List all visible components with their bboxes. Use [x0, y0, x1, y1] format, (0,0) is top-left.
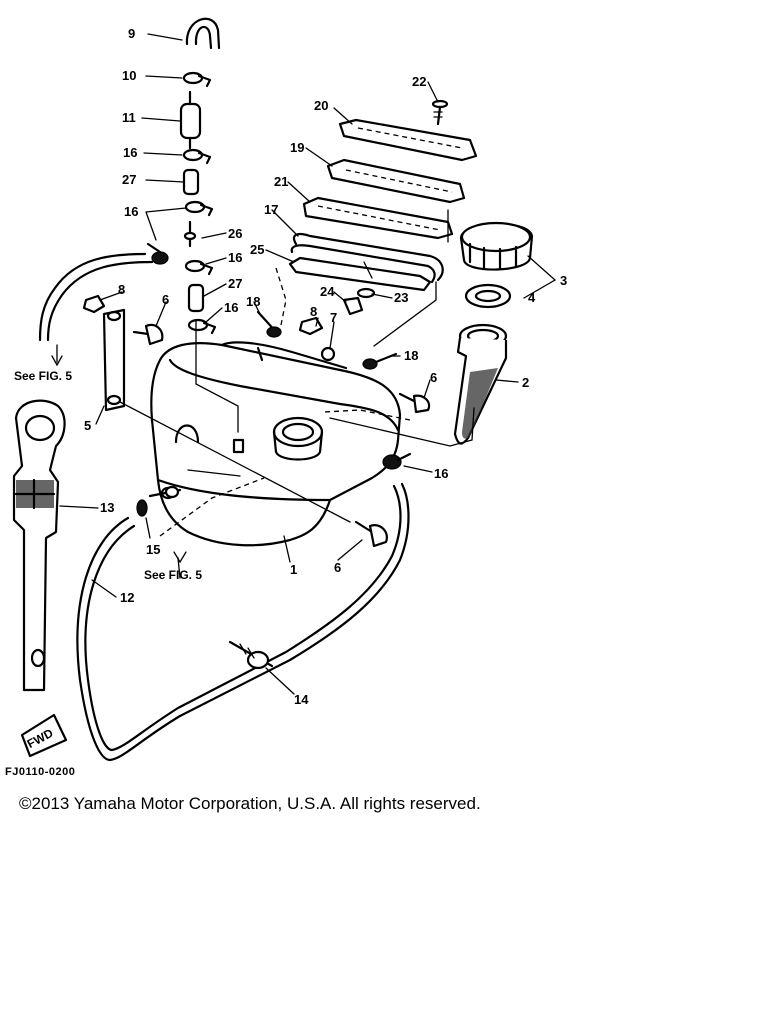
callout-label: 16 [224, 300, 238, 315]
callout-label: 24 [320, 284, 335, 299]
short-hose-part [187, 283, 205, 313]
callout-label: 13 [100, 500, 114, 515]
return-hose-part [38, 252, 154, 342]
nut-part [342, 296, 364, 316]
callout-label: 14 [294, 692, 309, 707]
callout-label: 23 [394, 290, 408, 305]
bolt-part [256, 310, 282, 338]
washer-part [356, 287, 376, 299]
callout-label: 10 [122, 68, 136, 83]
hose-clip-part [182, 71, 212, 88]
callout-label: 19 [290, 140, 304, 155]
cap-gasket-part [464, 283, 512, 309]
hose-clip-part [187, 318, 217, 335]
tank-bracket-part [12, 399, 66, 692]
callout-label: 1 [290, 562, 297, 577]
bolt-part [362, 352, 398, 370]
mounting-strap-part [102, 308, 126, 412]
callout-label: 27 [122, 172, 136, 187]
callout-label: 15 [146, 542, 160, 557]
fuel-filter-part [179, 90, 202, 150]
breather-hose-part [290, 233, 444, 284]
callout-label: 16 [124, 204, 138, 219]
bolt-part [398, 392, 431, 414]
callout-label: 22 [412, 74, 426, 89]
bolt-part [132, 323, 164, 346]
fwd-arrow-marker: FWD [20, 713, 68, 758]
bolt-part [354, 520, 388, 548]
callout-label: 26 [228, 226, 242, 241]
see-fig-reference: See FIG. 5 [14, 369, 72, 383]
nut-part [298, 316, 324, 336]
callout-label: 16 [228, 250, 242, 265]
callout-label: 17 [264, 202, 278, 217]
callout-label: 8 [310, 304, 317, 319]
callout-label: 21 [274, 174, 288, 189]
callout-label: 18 [404, 348, 418, 363]
see-fig-reference: See FIG. 5 [144, 568, 202, 582]
vent-hose-part [185, 17, 221, 50]
oil-tank-part [150, 341, 402, 547]
callout-label: 25 [250, 242, 264, 257]
callout-label: 6 [162, 292, 169, 307]
cover-plate-middle-part [326, 158, 466, 204]
callout-label: 7 [330, 310, 337, 325]
callout-label: 27 [228, 276, 242, 291]
callout-label: 9 [128, 26, 135, 41]
nut-part [82, 294, 106, 314]
callout-label: 6 [334, 560, 341, 575]
callout-label: 3 [560, 273, 567, 288]
filler-cap-part [459, 221, 534, 271]
callout-label: 4 [528, 290, 536, 305]
hose-clamp-part [228, 640, 274, 670]
callout-label: 20 [314, 98, 328, 113]
hose-clip-part [184, 200, 214, 217]
hose-clip-part [146, 242, 169, 265]
oil-feed-hose-part [76, 482, 410, 762]
hose-clip-part [184, 259, 214, 276]
hose-joint-part [183, 220, 197, 248]
callout-label: 5 [84, 418, 91, 433]
bracket-part [288, 256, 432, 292]
hose-clip-part [182, 148, 212, 165]
callout-label: 16 [434, 466, 448, 481]
short-hose-part [182, 168, 200, 196]
callout-label: 12 [120, 590, 134, 605]
copyright-notice: ©2013 Yamaha Motor Corporation, U.S.A. A… [19, 794, 481, 813]
callout-label: 8 [118, 282, 125, 297]
callout-label: 6 [430, 370, 437, 385]
callout-label: 18 [246, 294, 260, 309]
hose-clip-part [382, 452, 412, 470]
drawing-code: FJ0110-0200 [5, 766, 76, 778]
screw-part [431, 99, 449, 126]
callout-label: 2 [522, 375, 529, 390]
callout-label: 16 [123, 145, 137, 160]
hose-clip-part [136, 485, 182, 517]
filler-strainer-part [453, 323, 508, 445]
callout-label: 11 [122, 110, 136, 125]
washer-part [320, 346, 336, 362]
cover-gasket-part [302, 196, 454, 240]
cover-plate-upper-part [338, 118, 478, 162]
